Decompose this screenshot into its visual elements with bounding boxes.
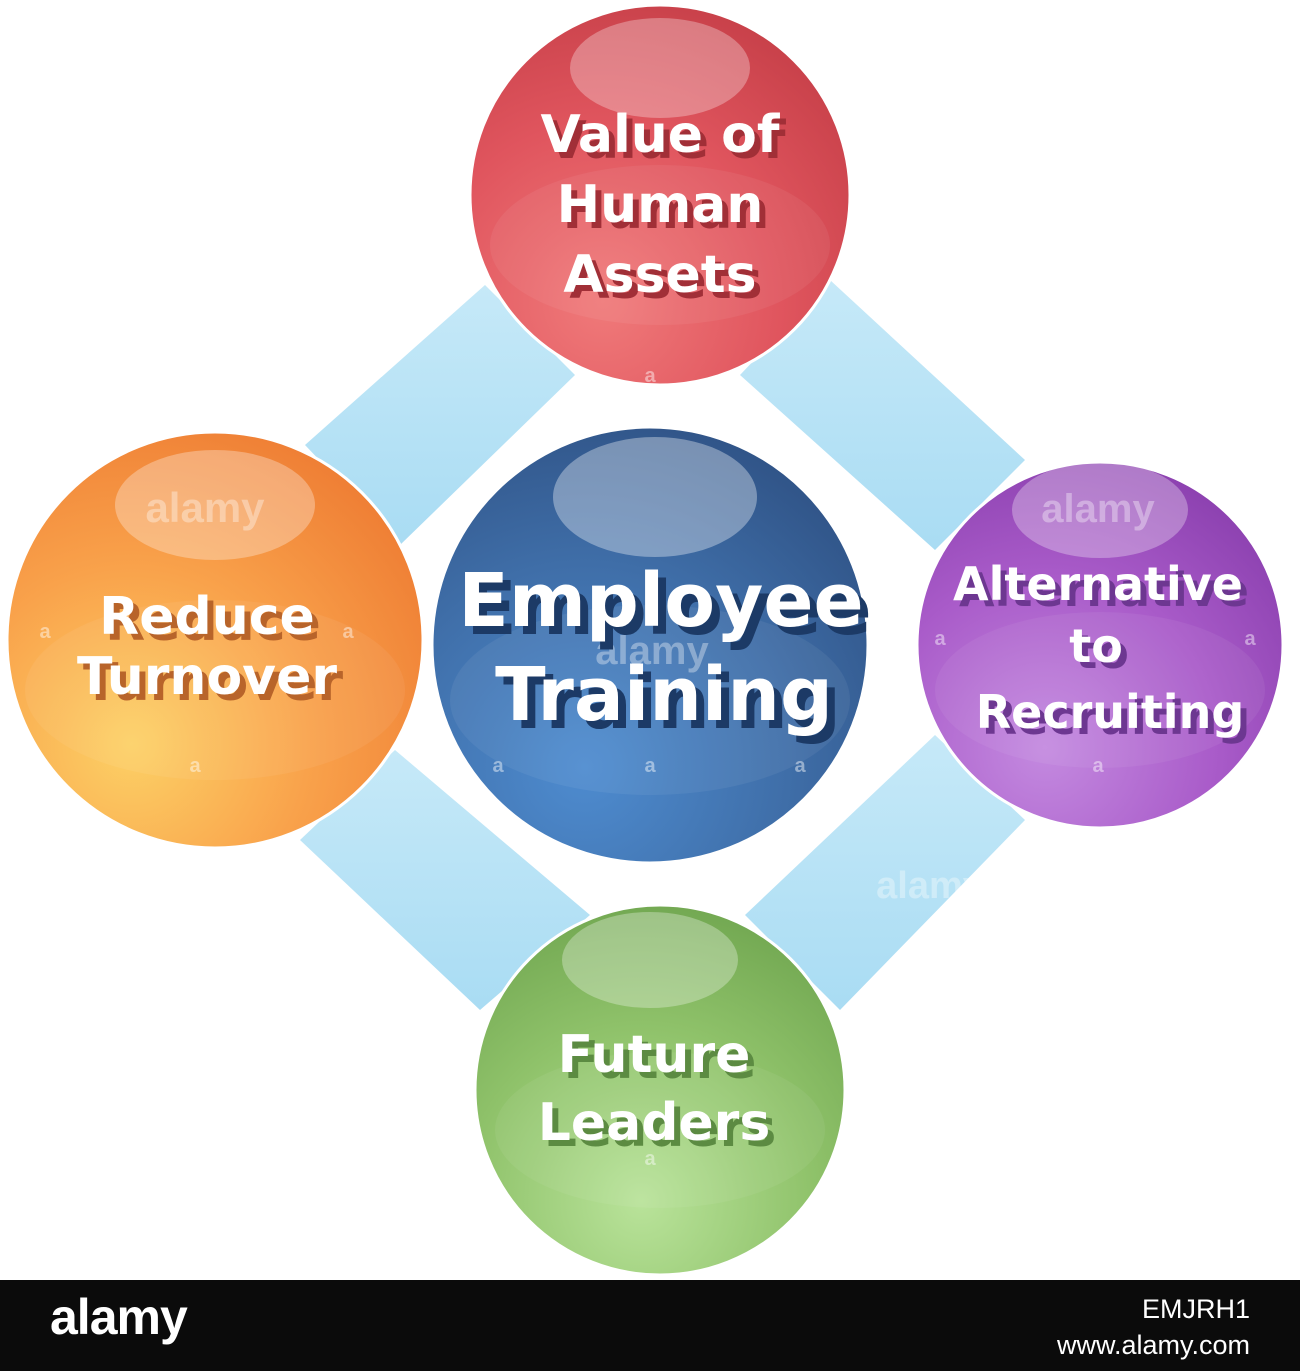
watermark-mark: a <box>189 755 201 777</box>
ball-green <box>473 903 847 1277</box>
watermark-mark: a <box>644 755 656 777</box>
connector-bottom-left <box>300 750 590 1010</box>
label-shadow-line-2: Leaders <box>544 1099 777 1159</box>
ball-highlight <box>1012 462 1188 558</box>
ball-lower-glow <box>495 1052 825 1208</box>
watermark-mark: a <box>492 755 504 777</box>
node-alternative-to-recruiting: alamy Alternative Alternative to to Recr… <box>915 460 1285 830</box>
node-employee-training: alamy Employee Employee Training Trainin… <box>430 425 872 865</box>
footer-image-id: EMJRH1 <box>1141 1294 1250 1324</box>
label-line-1: Employee <box>458 558 863 644</box>
watermark-mark: a <box>644 365 656 387</box>
watermark-mark: a <box>934 628 946 650</box>
node-text: Employee Employee Training Training <box>458 558 871 746</box>
ball-orange <box>5 430 425 850</box>
ball-highlight <box>553 437 757 557</box>
node-reduce-turnover: alamy Reduce Reduce Turnover Turnover a … <box>5 430 425 850</box>
diagram-canvas: Value of Value of Human Human Assets Ass… <box>5 3 1285 1277</box>
label-line-2: Human <box>557 175 764 235</box>
label-shadow-line-1: Future <box>564 1031 757 1091</box>
node-future-leaders: Future Future Leaders Leaders a <box>473 903 847 1277</box>
label-shadow-line-1: Value of <box>546 111 786 171</box>
label-shadow-line-1: Reduce <box>105 593 321 653</box>
watermark-brand: alamy <box>595 629 709 673</box>
label-shadow-line-2: Turnover <box>83 653 343 713</box>
label-line-3: Assets <box>563 245 756 305</box>
label-line-3: Recruiting <box>976 685 1245 739</box>
watermark-brand: alamy <box>1041 487 1155 531</box>
watermark-mark: a <box>794 755 806 777</box>
ball-highlight <box>115 450 315 560</box>
connector-top-left <box>305 285 575 545</box>
watermark-mark: a <box>644 1148 656 1170</box>
connectors <box>300 280 1025 1010</box>
label-line-2: Leaders <box>538 1093 771 1153</box>
ball-blue <box>430 425 870 865</box>
connector-bottom-right <box>745 735 1025 1010</box>
footer-brand-logo: alamy <box>50 1289 188 1345</box>
label-shadow-line-2: Human <box>563 181 770 241</box>
label-line-2: Turnover <box>77 647 337 707</box>
node-text: Reduce Reduce Turnover Turnover <box>77 587 343 713</box>
label-shadow-line-1: Alternative <box>959 563 1249 617</box>
footer-bar: alamy EMJRH1 www.alamy.com <box>0 1280 1300 1371</box>
label-shadow-line-3: Assets <box>569 251 762 311</box>
ball-highlight <box>570 18 750 118</box>
watermark-mark: a <box>342 621 354 643</box>
label-shadow-line-2: to <box>1075 625 1129 679</box>
ball-lower-glow <box>450 605 850 795</box>
node-text: Value of Value of Human Human Assets Ass… <box>540 105 786 311</box>
ball-purple <box>915 460 1285 830</box>
watermark-mark: a <box>1244 628 1256 650</box>
ball-lower-glow <box>25 600 405 780</box>
label-line-2: to <box>1069 619 1123 673</box>
watermark-mark: a <box>39 621 51 643</box>
ball-highlight <box>562 912 738 1008</box>
watermark-brand: alamy <box>145 484 265 531</box>
node-text: Future Future Leaders Leaders <box>538 1025 777 1159</box>
node-text: Alternative Alternative to to Recruiting… <box>953 557 1250 745</box>
ball-red <box>468 3 852 387</box>
ball-lower-glow <box>490 165 830 325</box>
label-line-1: Future <box>558 1025 751 1085</box>
connector-top-right <box>740 280 1025 550</box>
label-line-1: Reduce <box>99 587 315 647</box>
ball-lower-glow <box>935 612 1265 768</box>
label-shadow-line-2: Training <box>503 660 841 746</box>
label-shadow-line-3: Recruiting <box>982 691 1251 745</box>
node-value-of-human-assets: Value of Value of Human Human Assets Ass… <box>468 3 852 387</box>
footer-url: www.alamy.com <box>1056 1330 1250 1360</box>
watermark-mark: a <box>1092 755 1104 777</box>
label-shadow-line-1: Employee <box>466 566 871 652</box>
label-line-1: Value of <box>540 105 780 165</box>
watermark-brand: alamy <box>876 865 984 907</box>
label-line-2: Training <box>495 652 833 738</box>
label-line-1: Alternative <box>953 557 1243 611</box>
